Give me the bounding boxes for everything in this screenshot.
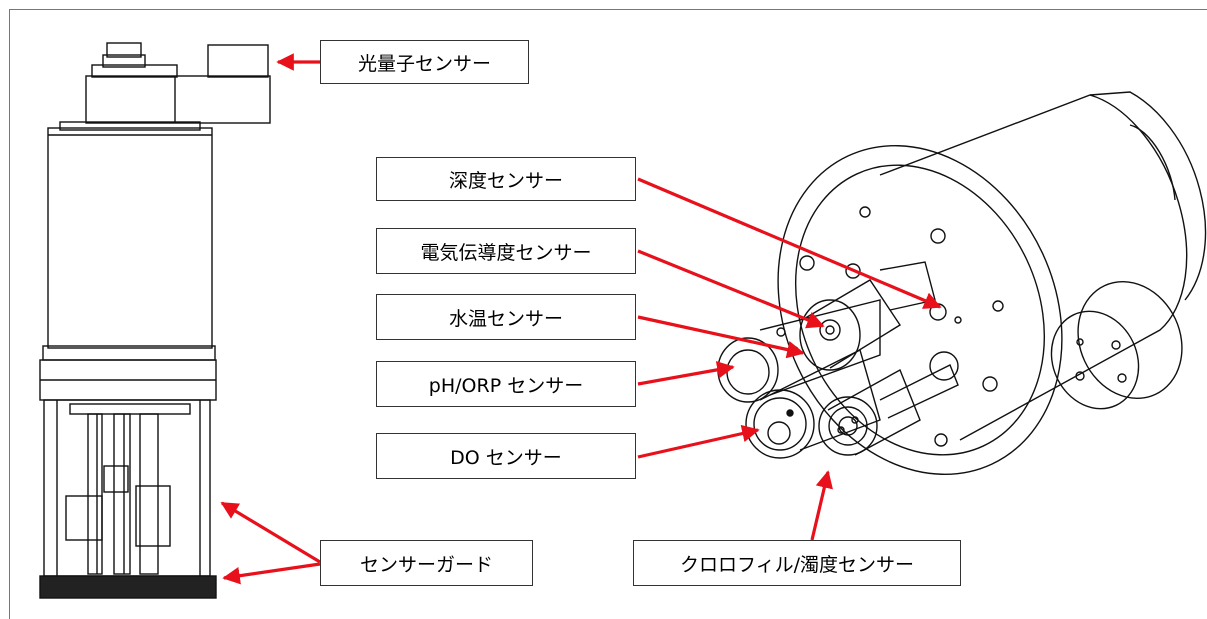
label-chlorophyll-turbidity-sensor: クロロフィル/濁度センサー: [633, 540, 961, 586]
arrow-temperature: [637, 315, 805, 359]
conductivity-probe: [799, 261, 936, 371]
arrow-depth: [637, 177, 942, 309]
figure-frame: [9, 9, 1207, 619]
arrow-guard-upper: [220, 501, 321, 564]
label-sensor-guard: センサーガード: [320, 540, 533, 586]
label-ph-orp-sensor: pH/ORP センサー: [376, 361, 636, 407]
label-depth-sensor: 深度センサー: [376, 157, 636, 201]
label-temperature-sensor: 水温センサー: [376, 294, 636, 340]
label-do-sensor: DO センサー: [376, 433, 636, 479]
arrow-ph-orp: [637, 361, 735, 386]
label-conductivity-sensor: 電気伝導度センサー: [376, 228, 636, 274]
profiler-side-view: [39, 42, 271, 599]
chlorophyll-probe: [818, 351, 959, 456]
pointer-arrows: [220, 53, 942, 585]
label-quantum-sensor: 光量子センサー: [320, 40, 529, 84]
arrow-do: [637, 424, 760, 459]
profiler-sensor-head-view: [717, 91, 1207, 475]
arrow-chlorophyll: [810, 470, 833, 541]
arrow-conductivity: [637, 249, 825, 329]
arrow-guard-lower: [222, 562, 321, 585]
do-probe: [745, 348, 881, 459]
